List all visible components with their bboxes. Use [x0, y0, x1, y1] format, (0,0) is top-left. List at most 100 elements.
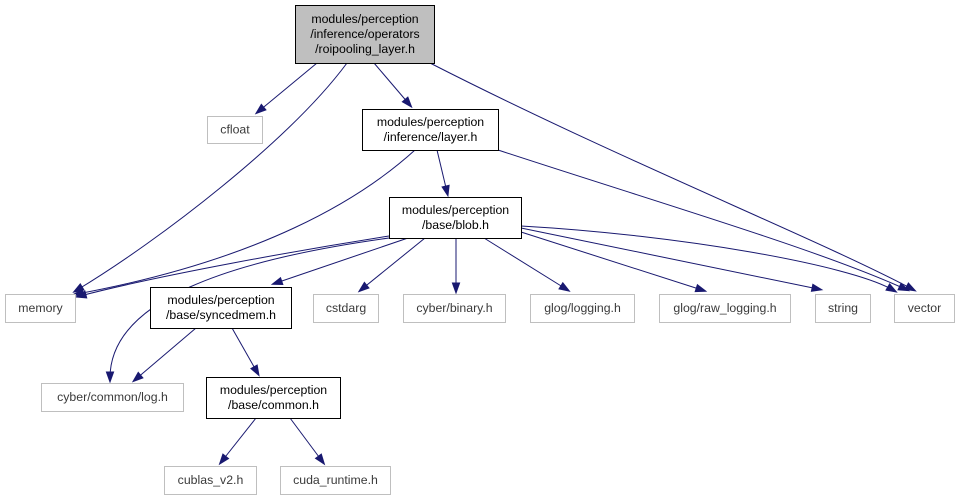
arrowhead-icon — [314, 453, 326, 466]
node-label-line: memory — [18, 301, 63, 315]
arrowhead-icon — [131, 371, 144, 383]
edge-line — [520, 227, 819, 290]
arrowhead-icon — [270, 276, 284, 285]
arrowhead-icon — [451, 282, 461, 295]
edge-blob-to-cstdarg — [357, 237, 426, 293]
node-box — [403, 294, 506, 323]
node-logging: glog/logging.h — [530, 294, 635, 323]
arrowhead-icon — [254, 103, 267, 115]
node-box — [5, 294, 76, 323]
node-roi[interactable]: modules/perception/inference/operators/r… — [295, 5, 435, 64]
node-label-line: modules/perception — [311, 12, 418, 26]
edge-blob-to-memory — [74, 235, 390, 299]
edge-layer-to-memory — [71, 149, 416, 298]
node-box — [164, 466, 257, 495]
node-box — [894, 294, 955, 323]
edge-blob-to-syncedmem — [270, 237, 409, 285]
edge-syncedmem-to-common — [231, 327, 260, 377]
edge-line — [497, 149, 906, 290]
edge-blob-to-logging — [483, 237, 571, 292]
arrowhead-icon — [250, 364, 260, 377]
node-vector: vector — [894, 294, 955, 323]
node-label-line: modules/perception — [167, 293, 274, 307]
edge-roi-to-vector — [429, 62, 917, 292]
arrowhead-icon — [897, 282, 910, 292]
edge-common-to-cuda — [289, 417, 326, 466]
edge-blob-to-vector — [520, 225, 898, 293]
node-label-line: cyber/common/log.h — [57, 390, 168, 404]
node-box — [313, 294, 379, 323]
edge-line — [221, 417, 257, 462]
edge-blob-to-string — [520, 227, 824, 292]
node-string: string — [815, 294, 871, 323]
edge-line — [76, 149, 416, 295]
node-box — [530, 294, 635, 323]
edge-blob-to-binary — [451, 238, 461, 295]
node-cuda: cuda_runtime.h — [280, 466, 391, 495]
edge-roi-to-memory — [72, 62, 348, 293]
edge-line — [231, 327, 258, 373]
edge-roi-to-cfloat — [254, 62, 318, 115]
node-label-line: /base/common.h — [228, 398, 319, 412]
edge-line — [275, 237, 409, 284]
edge-line — [135, 327, 197, 380]
node-box — [362, 109, 499, 151]
node-label-line: vector — [908, 301, 942, 315]
edge-roi-to-layer — [373, 62, 413, 109]
node-label-line: cstdarg — [326, 301, 366, 315]
node-blob[interactable]: modules/perception/base/blob.h — [389, 197, 522, 239]
node-cfloat: cfloat — [207, 116, 263, 144]
node-label-line: modules/perception — [402, 203, 509, 217]
node-syncedmem[interactable]: modules/perception/base/syncedmem.h — [150, 287, 292, 329]
edge-line — [79, 235, 390, 297]
node-box — [280, 466, 391, 495]
edge-common-to-cublas — [218, 417, 257, 466]
arrowhead-icon — [357, 281, 370, 293]
edge-line — [483, 237, 567, 290]
node-cublas: cublas_v2.h — [164, 466, 257, 495]
node-box — [150, 287, 292, 329]
node-label-line: cuda_runtime.h — [293, 473, 378, 487]
node-cstdarg: cstdarg — [313, 294, 379, 323]
file-nodes: modules/perception/inference/operators/r… — [5, 5, 955, 495]
node-common[interactable]: modules/perception/base/common.h — [206, 377, 341, 419]
arrowhead-icon — [885, 283, 898, 293]
node-box — [207, 116, 263, 144]
node-label-line: glog/logging.h — [544, 301, 621, 315]
node-label-line: cublas_v2.h — [178, 473, 244, 487]
edge-blob-to-rawlogging — [520, 231, 708, 293]
node-box — [815, 294, 871, 323]
arrowhead-icon — [74, 290, 88, 299]
arrowhead-icon — [694, 283, 708, 293]
node-label-line: /roipooling_layer.h — [315, 42, 415, 56]
node-label-line: modules/perception — [220, 383, 327, 397]
node-label-line: modules/perception — [377, 115, 484, 129]
node-log: cyber/common/log.h — [41, 383, 184, 412]
edge-line — [520, 231, 703, 291]
node-memory: memory — [5, 294, 76, 323]
edge-line — [520, 225, 894, 291]
arrowhead-icon — [904, 282, 917, 292]
node-label-line: /inference/operators — [310, 27, 419, 41]
node-binary: cyber/binary.h — [403, 294, 506, 323]
node-label-line: glog/raw_logging.h — [673, 301, 776, 315]
edge-layer-to-blob — [436, 149, 450, 198]
edge-line — [258, 62, 318, 112]
node-box — [389, 197, 522, 239]
arrowhead-icon — [558, 281, 571, 292]
node-label-line: /inference/layer.h — [384, 130, 478, 144]
arrowhead-icon — [105, 371, 115, 384]
edge-layer-to-vector — [497, 149, 910, 292]
dependency-edges — [71, 62, 917, 466]
node-box — [41, 383, 184, 412]
edge-line — [289, 417, 323, 462]
arrowhead-icon — [401, 96, 413, 109]
node-box — [659, 294, 791, 323]
edge-line — [429, 62, 913, 290]
edge-syncedmem-to-log — [131, 327, 197, 383]
arrowhead-icon — [218, 453, 230, 466]
edge-line — [76, 62, 348, 291]
node-label-line: /base/blob.h — [422, 218, 489, 232]
node-layer[interactable]: modules/perception/inference/layer.h — [362, 109, 499, 151]
